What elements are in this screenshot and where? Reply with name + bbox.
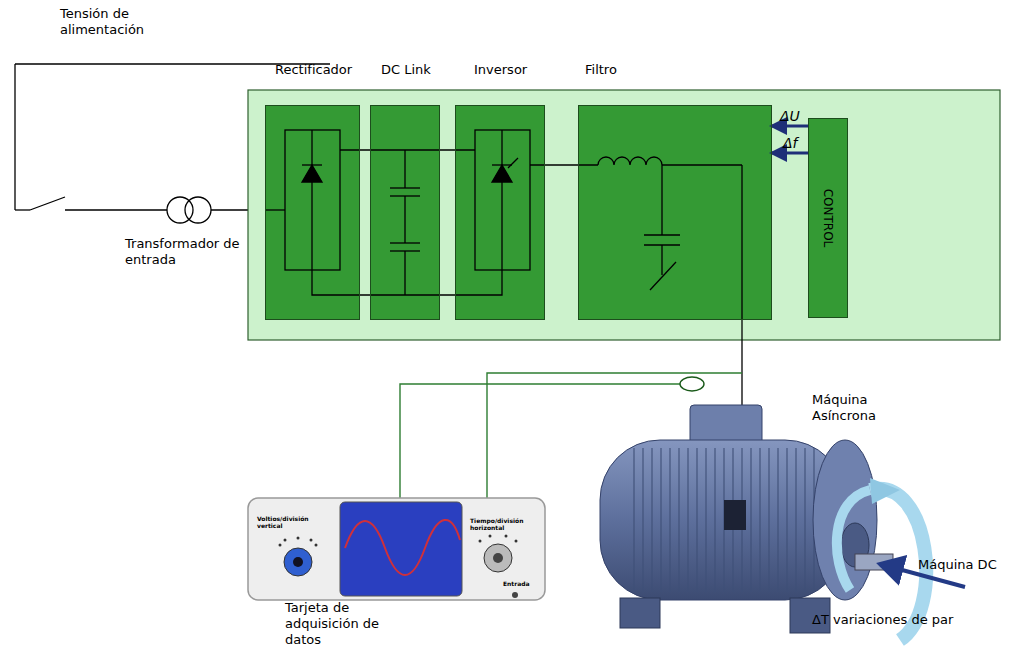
dc-link-block: DC Link — [370, 105, 440, 320]
block-heading: Filtro — [585, 62, 617, 77]
drawing-circle — [315, 544, 318, 547]
drawing-circle — [279, 544, 282, 547]
card-label: Tarjeta de adquisición de datos — [285, 600, 397, 648]
drawing-circle — [484, 544, 512, 572]
drawing-line — [30, 197, 65, 210]
drawing-rect — [285, 130, 340, 270]
rectifier-block: Rectificador — [265, 105, 360, 320]
drawing-line — [644, 234, 680, 235]
drawing-rect — [808, 118, 848, 318]
knob-label: Tiempo/división horizontal — [470, 517, 528, 531]
drawing-polygon — [302, 165, 322, 182]
drawing-line — [661, 165, 662, 235]
drawing-rect — [340, 502, 462, 596]
drawing-rect — [690, 405, 762, 445]
knob-label: Voltios/división vertical — [257, 515, 307, 529]
data-acquisition-card — [248, 498, 545, 600]
drawing-line — [404, 251, 405, 295]
drawing-circle — [297, 537, 300, 540]
drawing-line — [661, 245, 662, 275]
drawing-rect — [600, 440, 845, 600]
drawing-polyline — [312, 270, 502, 295]
torque-label: ΔT variaciones de par — [812, 612, 954, 628]
drawing-line — [662, 164, 742, 165]
drawing-circle — [489, 535, 492, 538]
drawing-line — [390, 187, 420, 188]
drawing-line — [390, 242, 420, 243]
drawing-line — [492, 164, 512, 165]
drawing-rect — [370, 105, 440, 320]
control-arrow — [772, 125, 808, 128]
drawing-line — [14, 64, 15, 210]
drawing-line — [311, 130, 312, 270]
drawing-rect — [630, 448, 820, 592]
signal-label: ΔU — [780, 108, 800, 124]
drawing-line — [65, 209, 167, 210]
drawing-line — [404, 196, 405, 243]
drawing-circle — [310, 539, 313, 542]
block-fills — [265, 105, 848, 320]
drawing-rect — [248, 498, 545, 600]
signal-label: Δf — [783, 135, 798, 151]
drawing-line — [15, 209, 30, 210]
drawing-line — [501, 130, 502, 270]
block-heading: Rectificador — [275, 62, 352, 77]
transformer-label: Transformador de entrada — [125, 236, 243, 268]
drawing-line — [530, 164, 598, 165]
drawing-line — [404, 150, 405, 188]
control-block: CONTROL — [808, 118, 848, 318]
supply-label: Tensión de alimentación — [60, 6, 172, 38]
drawing-g — [279, 535, 518, 547]
drawing-circle — [284, 548, 312, 576]
drawing-path — [598, 157, 662, 165]
drawing-line — [650, 262, 676, 290]
control-arrow — [772, 152, 808, 155]
inverter-block: Inversor — [455, 105, 545, 320]
block-heading: DC Link — [381, 62, 431, 77]
drawing-ellipse — [813, 440, 877, 600]
drawing-circle — [284, 539, 287, 542]
power-circuit — [265, 130, 742, 412]
drawing-rect — [455, 105, 545, 320]
drawing-line — [302, 164, 322, 165]
drawing-circle — [505, 535, 508, 538]
drawing-rect — [724, 500, 746, 530]
block-label: CONTROL — [821, 189, 835, 248]
drawing-line — [265, 209, 285, 210]
drawing-ellipse — [680, 377, 704, 391]
drawing-circle — [493, 553, 503, 563]
drawing-circle — [515, 540, 518, 543]
drawing-line — [508, 158, 518, 168]
block-heading: Inversor — [474, 62, 527, 77]
asynchronous-motor — [600, 405, 893, 633]
drawing-circle — [293, 557, 303, 567]
filter-block: Filtro — [578, 105, 772, 320]
converter-panel — [248, 90, 1000, 340]
drawing-circle — [512, 592, 518, 598]
drawing-circle — [479, 540, 482, 543]
drawing-path — [870, 478, 900, 504]
drawing-path — [837, 490, 870, 590]
input-label: Entrada — [503, 580, 543, 587]
drawing-rect — [475, 130, 530, 270]
dc-machine-label: Máquina DC — [918, 557, 1018, 573]
drawing-path — [345, 520, 460, 575]
drawing-line — [741, 165, 742, 412]
motor-label: Máquina Asíncrona — [812, 392, 904, 424]
drawing-rect — [578, 105, 772, 320]
drawing-rect — [620, 598, 660, 628]
drawing-circle — [185, 197, 211, 223]
